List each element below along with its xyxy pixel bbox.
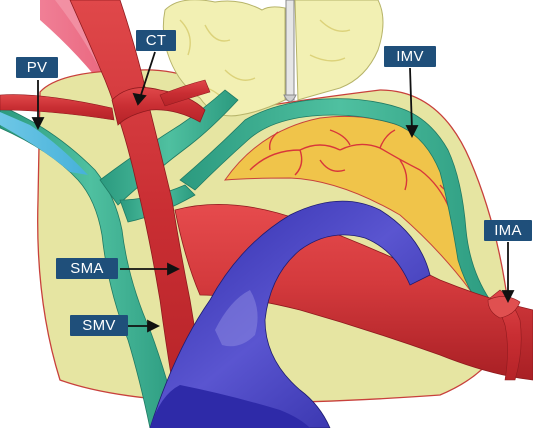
- instrument-stick: [286, 0, 294, 100]
- label-imv: IMV: [384, 46, 436, 67]
- label-smv: SMV: [70, 315, 128, 336]
- fat-lobule-right: [295, 0, 383, 100]
- label-ima: IMA: [484, 220, 532, 241]
- instrument-tip: [284, 95, 296, 102]
- label-sma: SMA: [56, 258, 118, 279]
- label-ct: CT: [136, 30, 176, 51]
- label-pv: PV: [16, 57, 58, 78]
